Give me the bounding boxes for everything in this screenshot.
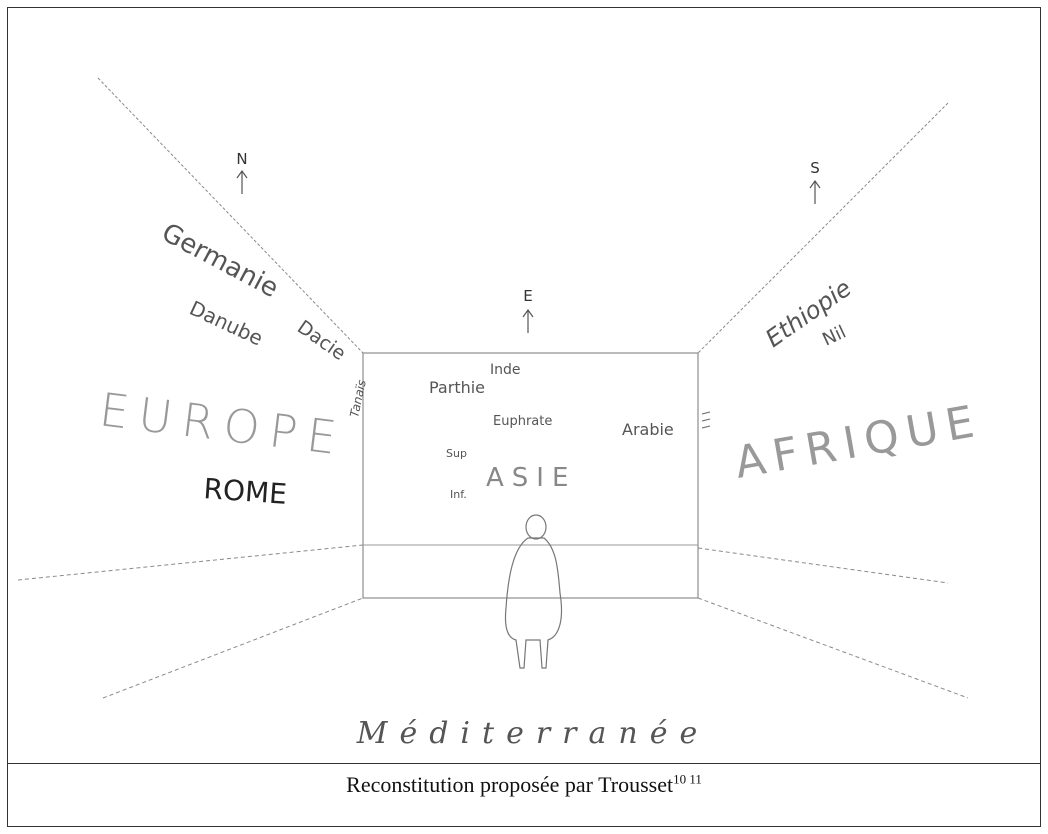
caption-text: Reconstitution proposée par Trousset [346, 772, 674, 797]
label-danube: Danube [186, 296, 267, 351]
label-parthie: Parthie [429, 378, 485, 397]
figure-area: N E S Germanie Danube Dacie Tanaïs EUROP… [8, 8, 1040, 764]
back-wall [362, 352, 699, 599]
right-mid-line [697, 547, 949, 584]
label-euphrate: Euphrate [493, 414, 552, 429]
north-arrow-head-icon [236, 169, 248, 179]
label-mediterranee: Méditerranée [356, 716, 709, 751]
label-tanais: Tanaïs [347, 379, 369, 419]
label-afrique: AFRIQUE [731, 395, 986, 489]
label-arabie: Arabie [622, 420, 674, 439]
label-dacie: Dacie [293, 316, 350, 365]
east-arrow-head-icon [522, 308, 534, 318]
right-top-line [697, 102, 949, 354]
sea-marks-icon [701, 411, 711, 429]
label-inf: Inf. [450, 488, 467, 501]
east-label: E [523, 287, 532, 305]
north-label: N [236, 150, 247, 168]
figure-caption: Reconstitution proposée par Trousset10 1… [8, 772, 1040, 798]
left-mid-line [17, 544, 364, 581]
left-top-line [97, 77, 364, 354]
south-label: S [810, 159, 820, 177]
figure-frame: N E S Germanie Danube Dacie Tanaïs EUROP… [7, 7, 1041, 827]
caption-area: Reconstitution proposée par Trousset10 1… [8, 764, 1040, 826]
room-diagram: N E S Germanie Danube Dacie Tanaïs EUROP… [17, 77, 986, 751]
person-figure [504, 514, 563, 669]
left-floor-line [102, 597, 364, 699]
label-nil: Nil [819, 322, 849, 351]
label-europe: EUROPE [97, 382, 349, 466]
south-arrow-head-icon [809, 179, 821, 189]
right-floor-line [697, 597, 969, 699]
label-inde: Inde [490, 362, 521, 378]
label-asie: ASIE [486, 463, 576, 493]
label-germanie: Germanie [157, 218, 284, 304]
caption-footnote-refs: 10 11 [673, 771, 702, 787]
label-rome: ROME [203, 472, 288, 511]
label-sup: Sup [446, 447, 467, 460]
